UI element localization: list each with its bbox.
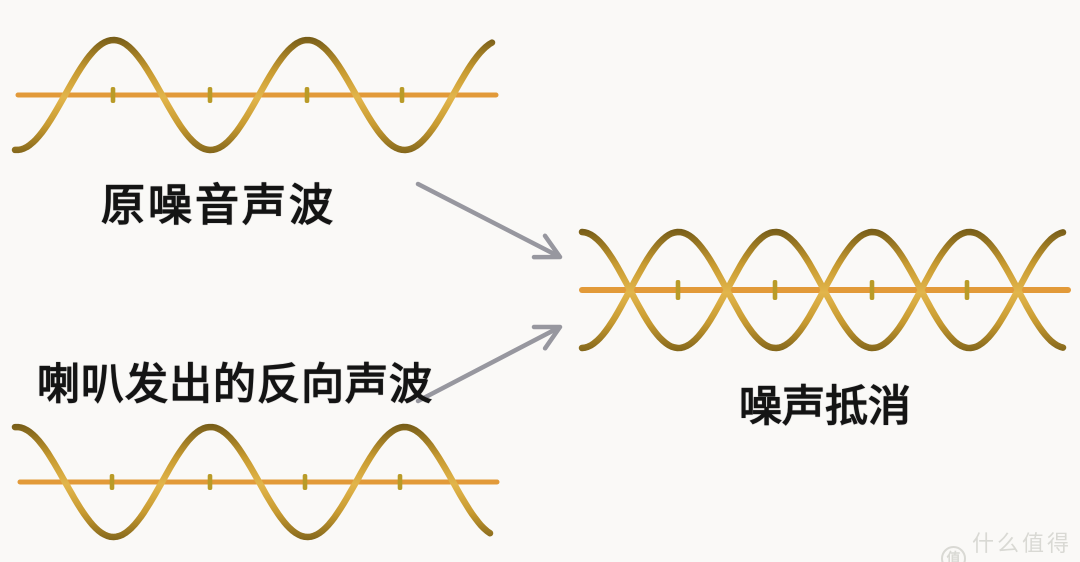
watermark: 值 什么值得买	[941, 526, 1080, 562]
flow-arrow-1-icon	[415, 181, 563, 260]
inverted-wave-tick-mark	[302, 474, 308, 490]
original-wave-tick-mark	[399, 87, 405, 103]
combined-wave-tick-mark	[772, 280, 778, 300]
label-speaker-inverted-wave: 喇叭发出的反向声波	[37, 360, 433, 410]
inverted-wave-tick-mark	[109, 474, 115, 490]
original-wave-tick-mark	[110, 87, 116, 103]
combined-wave-curve-2	[578, 228, 1067, 352]
original-wave	[11, 36, 499, 154]
combined-wave-tick-mark	[869, 280, 875, 300]
flow-arrow-2-icon	[415, 324, 563, 404]
watermark-logo-icon: 值	[941, 545, 966, 562]
inverted-wave-tick-mark	[397, 474, 403, 490]
original-wave-curve-1	[11, 36, 496, 154]
combined-wave-tick-mark	[675, 280, 681, 300]
combined-wave-tick-mark	[964, 280, 970, 300]
label-noise-cancelled: 噪声抵消	[739, 382, 911, 432]
label-original-noise-wave: 原噪音声波	[101, 180, 336, 231]
inverted-wave	[11, 423, 500, 541]
combined-wave	[578, 228, 1071, 352]
original-wave-tick-mark	[304, 87, 310, 103]
original-wave-tick-mark	[207, 87, 213, 103]
inverted-wave-curve-1	[11, 423, 494, 541]
watermark-text: 什么值得买	[972, 532, 1073, 557]
inverted-wave-tick-mark	[207, 474, 213, 490]
